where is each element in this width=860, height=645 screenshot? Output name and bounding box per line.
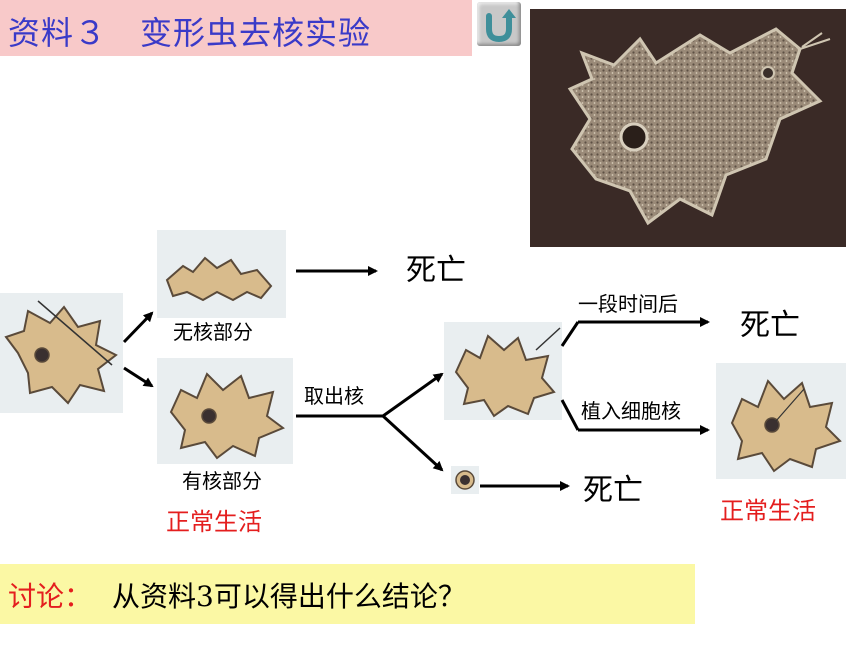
normal-life-label-1: 正常生活: [166, 508, 262, 536]
isolated-nucleus-image: [451, 466, 479, 494]
discussion-question: 从资料3可以得出什么结论？: [112, 580, 466, 613]
death-label-1: 死亡: [406, 253, 466, 288]
amoeba-micrograph: [530, 9, 846, 247]
nucleus-implanted-amoeba-image: [716, 363, 846, 479]
implant-nucleus-label: 植入细胞核: [581, 399, 681, 423]
with-nucleus-label: 有核部分: [182, 469, 262, 493]
after-time-label: 一段时间后: [578, 292, 678, 316]
no-nucleus-label: 无核部分: [173, 320, 253, 344]
page-title: 资料３ 变形虫去核实验: [8, 14, 372, 52]
death-label-2: 死亡: [740, 308, 800, 343]
enucleated-amoeba-image: [444, 322, 562, 420]
remove-nucleus-label: 取出核: [304, 384, 364, 408]
normal-life-label-2: 正常生活: [720, 497, 816, 525]
no-nucleus-part-image: [157, 230, 286, 318]
u-turn-icon: [486, 9, 516, 43]
death-label-3: 死亡: [583, 473, 643, 508]
amoeba-cut-image: [0, 293, 123, 413]
discussion-bar: [0, 564, 695, 624]
title-bar: [0, 0, 472, 56]
back-button[interactable]: [477, 2, 521, 46]
discussion-label: 讨论：: [8, 580, 93, 613]
with-nucleus-part-image: [157, 358, 293, 464]
